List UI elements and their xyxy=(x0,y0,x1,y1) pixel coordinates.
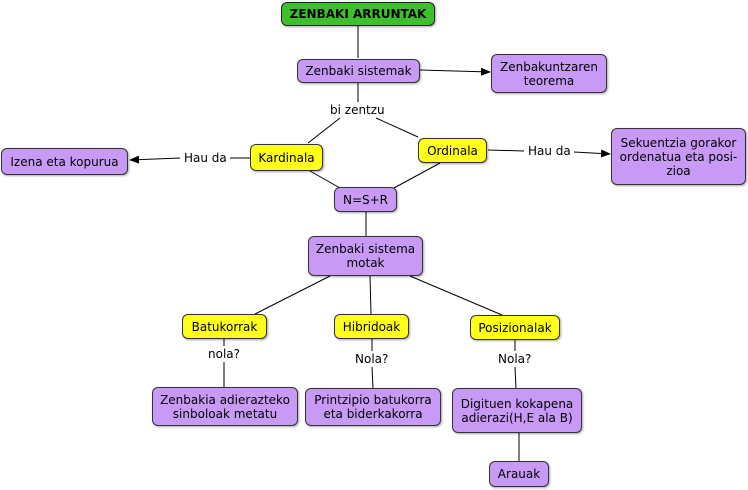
bi-zentzu-label: bi zentzu xyxy=(328,103,387,117)
nola-label-hibridoak: Nola? xyxy=(353,352,391,366)
ordinala-node[interactable]: Ordinala xyxy=(418,138,487,163)
link-haudaright-sekuentzia xyxy=(573,149,611,158)
hibridoak-node[interactable]: Hibridoak xyxy=(334,314,409,339)
batukorrak-node[interactable]: Batukorrak xyxy=(182,314,267,339)
izena-eta-kopurua-node[interactable]: Izena eta kopurua xyxy=(1,148,128,175)
nola-label-posizionalak: Nola? xyxy=(496,352,534,366)
link-sistemak-teorema xyxy=(419,67,491,76)
nola-label-batukorrak: nola? xyxy=(206,347,243,361)
arauak-node[interactable]: Arauak xyxy=(489,461,549,487)
link-haudaleft-izena xyxy=(129,155,181,164)
link-motak-hibridoak xyxy=(369,275,372,315)
link-ordinala-haudaright xyxy=(487,149,525,152)
hibrido-desc-node[interactable]: Printzipio batukorra eta biderkakorra xyxy=(305,388,441,426)
kardinala-node[interactable]: Kardinala xyxy=(250,144,323,171)
nsr-node[interactable]: N=S+R xyxy=(334,187,397,212)
posizional-desc-node[interactable]: Digituen kokapena adierazi(H,E ala B) xyxy=(452,388,582,433)
link-bizentzu-ordinala xyxy=(375,117,419,138)
zenbaki-sistemak-node[interactable]: Zenbaki sistemak xyxy=(297,59,420,83)
link-nola2-desc xyxy=(371,366,374,389)
root-node[interactable]: ZENBAKI ARRUNTAK xyxy=(281,2,435,26)
link-bizentzu-kardinala xyxy=(307,117,341,144)
link-nola3-desc xyxy=(514,366,517,389)
sekuentzia-node[interactable]: Sekuentzia gorakor ordenatua eta posi-zi… xyxy=(611,128,746,185)
zenbaki-sistema-motak-node[interactable]: Zenbaki sistema motak xyxy=(308,236,423,276)
posizionalak-node[interactable]: Posizionalak xyxy=(470,315,560,340)
hau-da-right-label: Hau da xyxy=(526,144,573,158)
batukor-desc-node[interactable]: Zenbakia adierazteko sinboloak metatu xyxy=(152,387,298,426)
link-motak-posizionalak xyxy=(409,275,503,316)
zenbakuntzaren-teorema-node[interactable]: Zenbakuntzaren teorema xyxy=(491,54,607,93)
link-kardinala-nsr xyxy=(309,170,341,189)
link-motak-batukorrak xyxy=(254,275,331,315)
hau-da-left-label: Hau da xyxy=(182,151,229,165)
link-ordinala-nsr xyxy=(393,162,441,189)
